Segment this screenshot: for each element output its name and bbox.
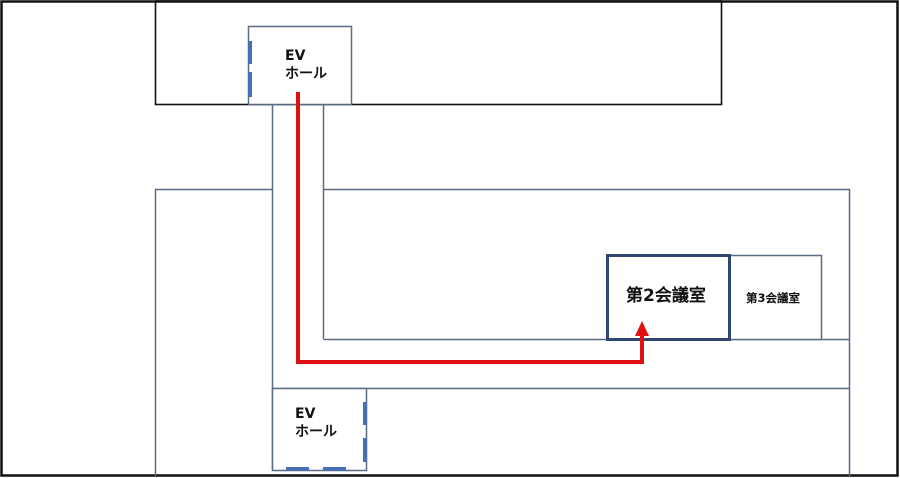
door-icon (363, 438, 367, 462)
meeting-room-2-label: 第2会議室 (626, 286, 706, 306)
meeting-room-3-label: 第3会議室 (746, 291, 801, 305)
ev-hall-top-box (247, 25, 353, 106)
ev-hall-top-label: EV ホール (285, 48, 327, 83)
route-arrowhead-icon (635, 321, 649, 336)
door-icon (248, 72, 252, 97)
ev-hall-bottom-label: EV ホール (295, 406, 337, 441)
upper-building (154, 0, 723, 106)
ev-hall-bottom-line1: EV (295, 406, 316, 422)
door-icon (363, 402, 367, 425)
lower-left-block (154, 188, 273, 476)
door-icon (323, 467, 346, 471)
ev-hall-top-line2: ホール (285, 65, 327, 82)
ev-hall-bottom-box (271, 387, 368, 472)
door-icon (286, 467, 309, 471)
route-line (296, 92, 644, 364)
lower-right-block (323, 188, 851, 476)
ev-hall-top-line1: EV (285, 48, 306, 64)
door-icon (248, 41, 252, 64)
ev-hall-bottom-line2: ホール (295, 423, 337, 440)
meeting-room-2-box (606, 254, 731, 341)
